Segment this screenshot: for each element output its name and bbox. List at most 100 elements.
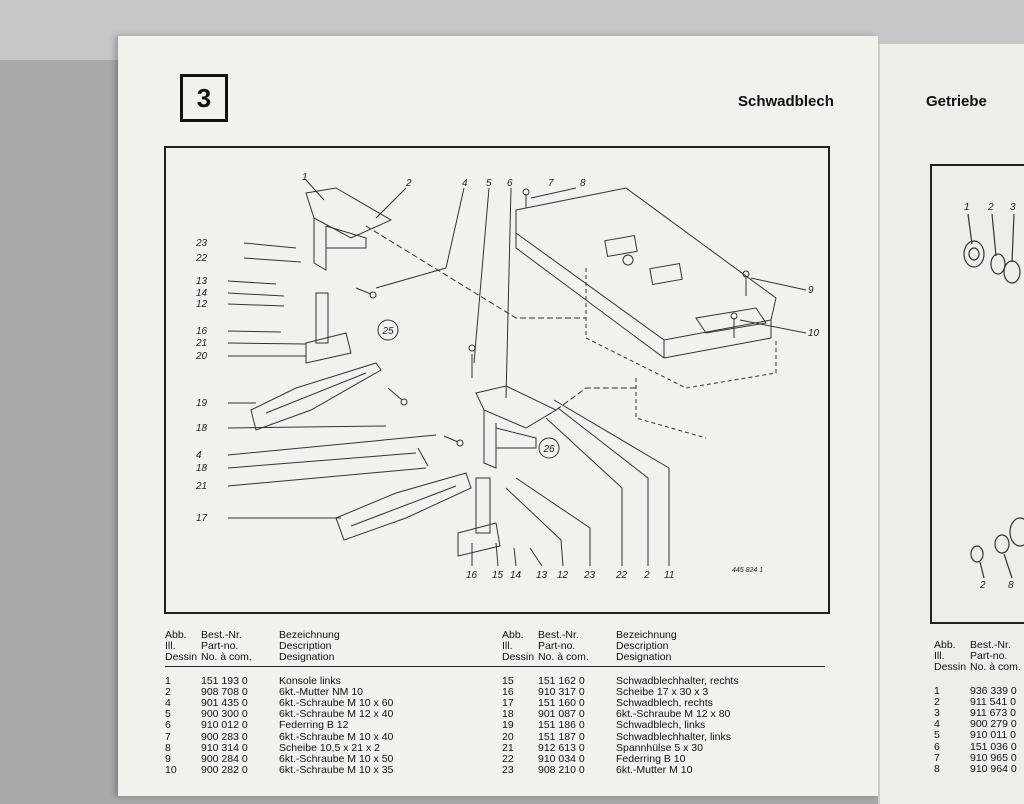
header-no-a-com: No. à com.	[970, 661, 1021, 674]
cell-nr: 910 965 0	[970, 751, 1017, 764]
cell-abb: 18	[502, 708, 514, 721]
section-number: 3	[196, 82, 212, 113]
getriebe-drawing: 1 2 3 2 8	[963, 202, 1024, 591]
cell-abb: 8	[934, 763, 940, 776]
header-designation: Designation	[279, 651, 335, 664]
table-header-rule	[165, 666, 825, 667]
header-best-nr: Best.-Nr.	[970, 639, 1011, 651]
cell-nr: 908 708 0	[201, 685, 248, 698]
cell-abb: 6	[934, 740, 940, 753]
cell-abb: 20	[502, 730, 514, 743]
callout-8: 8	[580, 178, 586, 189]
callout-18b: 18	[196, 463, 208, 474]
cell-name: Federring B 10	[616, 753, 686, 766]
cell-nr: 900 283 0	[201, 730, 248, 743]
header-no-a-com: No. à com.	[538, 651, 589, 664]
cell-abb: 1	[934, 684, 940, 697]
header-best-nr: Best.-Nr.	[201, 629, 242, 641]
cell-nr: 151 160 0	[538, 697, 585, 710]
header-description: Description	[279, 640, 332, 653]
cell-nr: 900 282 0	[201, 764, 248, 777]
table-header: Abb. Ill. Dessin Best.-Nr. Part-no. No. …	[165, 629, 505, 664]
header-part-no: Part-no.	[201, 640, 239, 653]
header-no-a-com: No. à com.	[201, 651, 252, 664]
callout-10: 10	[808, 328, 820, 339]
callout-4: 4	[462, 178, 468, 189]
table-row: 7 910 965 0	[934, 751, 1024, 764]
cell-abb: 5	[934, 729, 940, 742]
header-ill: Ill.	[502, 640, 513, 653]
cell-nr: 910 317 0	[538, 685, 585, 698]
section-number-box: 3	[180, 74, 228, 122]
cell-abb: 2	[165, 685, 171, 698]
callout-7: 7	[548, 178, 554, 189]
header-designation: Designation	[616, 651, 672, 664]
cell-name: 6kt.-Schraube M 10 x 40	[279, 730, 394, 743]
callout-20: 20	[195, 351, 208, 362]
callout-4b: 4	[196, 450, 202, 461]
cell-nr: 151 186 0	[538, 719, 585, 732]
cell-name: 6kt.-Mutter NM 10	[279, 685, 364, 698]
cell-nr: 912 613 0	[538, 741, 585, 754]
cell-name: 6kt.-Schraube M 10 x 60	[279, 697, 394, 710]
page-title-schwadblech: Schwadblech	[738, 93, 834, 110]
cell-name: Konsole links	[279, 674, 341, 687]
callout-9: 9	[808, 285, 814, 296]
parts-rows-left: 1 151 193 0 Konsole links 2 908 708 0 6kt.-Mu…	[165, 674, 505, 777]
cell-name: 6kt.-Schraube M 10 x 35	[279, 764, 394, 777]
header-part-no: Part-no.	[970, 650, 1008, 663]
cell-abb: 4	[934, 718, 940, 731]
callout-13b: 13	[536, 570, 548, 581]
callout-1: 1	[302, 172, 308, 183]
cell-abb: 21	[502, 741, 514, 754]
getriebe-callout-3: 3	[1010, 202, 1016, 213]
cell-abb: 17	[502, 697, 514, 710]
cell-nr: 910 034 0	[538, 753, 585, 766]
header-abb: Abb.	[165, 629, 187, 641]
cell-nr: 910 011 0	[970, 729, 1016, 742]
left-page: 3 Schwadblech	[118, 36, 878, 796]
right-page: Getriebe 1 2 3 2 8 Abb. Ill.	[878, 44, 1024, 804]
callout-21: 21	[195, 338, 207, 349]
cell-nr: 910 314 0	[201, 741, 248, 754]
getriebe-drawing-frame: 1 2 3 2 8	[930, 164, 1024, 624]
callout-2b: 2	[643, 570, 650, 581]
cell-abb: 7	[934, 751, 940, 764]
callout-23: 23	[195, 238, 208, 249]
callout-15b: 15	[492, 570, 504, 581]
table-row: 1 151 193 0 Konsole links	[165, 674, 505, 687]
table-row: 16 910 317 0 Scheibe 17 x 30 x 3	[502, 685, 832, 698]
cell-nr: 151 036 0	[970, 740, 1017, 753]
cell-nr: 151 193 0	[201, 674, 248, 687]
callout-5: 5	[486, 178, 492, 189]
cell-nr: 910 964 0	[970, 763, 1017, 776]
cell-abb: 8	[165, 741, 171, 754]
cell-name: 6kt.-Schraube M 10 x 50	[279, 753, 394, 766]
cell-abb: 1	[165, 674, 171, 687]
callout-18: 18	[196, 423, 208, 434]
cell-abb: 7	[165, 730, 171, 743]
header-part-no: Part-no.	[538, 640, 576, 653]
callout-13: 13	[196, 276, 208, 287]
page-title-getriebe: Getriebe	[926, 93, 987, 110]
cell-nr: 901 087 0	[538, 708, 585, 721]
header-description: Description	[616, 640, 669, 653]
table-row: 5 910 011 0	[934, 730, 1024, 741]
cell-abb: 16	[502, 685, 514, 698]
cell-nr: 900 300 0	[201, 708, 248, 721]
assembly-label-25: 25	[381, 326, 394, 337]
cell-name: 6kt.-Schraube M 12 x 80	[616, 708, 731, 721]
cell-name: 6kt.-Mutter M 10	[616, 764, 693, 777]
cell-name: Scheibe 17 x 30 x 3	[616, 685, 709, 698]
cell-nr: 900 284 0	[201, 753, 248, 766]
table-header-2: Abb. Ill. Dessin Best.-Nr. Part-no. No. …	[502, 629, 832, 664]
header-ill: Ill.	[934, 650, 945, 663]
cell-abb: 2	[934, 695, 940, 708]
exploded-drawing-frame: 25 26 1 2 4 5 6 7 8 23 22 13 14 12 16 21…	[164, 146, 830, 614]
